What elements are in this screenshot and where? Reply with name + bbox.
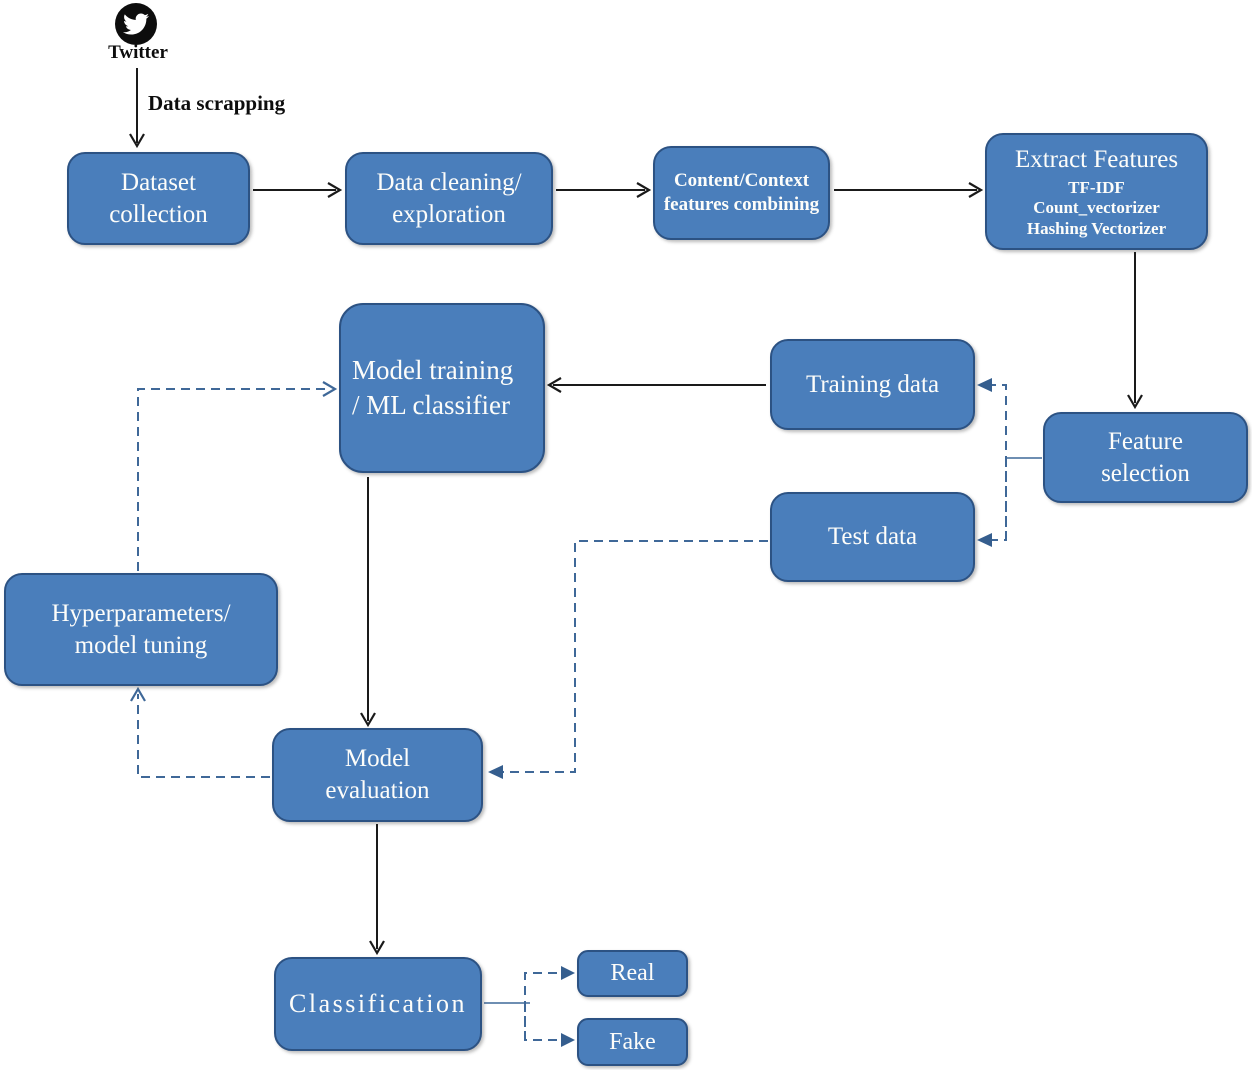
twitter-icon (115, 3, 157, 45)
node-hyperparameters-tuning: Hyperparameters/ model tuning (4, 573, 278, 686)
edge-evaluation-to-hyperparameters (130, 686, 270, 778)
edge-extract-to-feature-selection (1127, 252, 1143, 410)
node-feature-selection: Feature selection (1043, 412, 1248, 503)
edge-hyperparameters-to-model-training (137, 381, 338, 571)
node-label: selection (1101, 459, 1190, 487)
node-label: Content/Context (673, 169, 810, 191)
node-label: Model (344, 745, 411, 772)
edge-test-data-to-evaluation (488, 540, 768, 779)
edge-training-data-to-model-training (546, 377, 766, 393)
node-label: Dataset (121, 168, 196, 196)
edge-classification-to-real (524, 966, 575, 1040)
data-scrapping-label: Data scrapping (148, 91, 286, 115)
node-label: Real (610, 960, 655, 987)
edge-cleaning-to-content (556, 182, 652, 198)
twitter-label: Twitter (108, 42, 168, 63)
node-label: Fake (609, 1028, 656, 1055)
node-real-output: Real (577, 950, 688, 997)
node-label: Classification (289, 989, 467, 1019)
node-label: collection (109, 200, 208, 228)
feature-method: TF-IDF (1068, 177, 1125, 197)
node-label: Hyperparameters/ (51, 599, 231, 627)
edge-feature-selection-to-training-data (977, 378, 1007, 540)
node-label: Training data (805, 370, 940, 398)
node-label: exploration (392, 200, 506, 228)
node-data-cleaning: Data cleaning/ exploration (345, 152, 553, 245)
edge-content-to-extract (834, 182, 984, 198)
node-label: features combining (663, 194, 820, 215)
feature-method: Hashing Vectorizer (1026, 218, 1167, 238)
node-content-context-features: Content/Context features combining (653, 146, 830, 240)
node-label: Test data (827, 523, 918, 550)
node-fake-output: Fake (577, 1018, 688, 1066)
edge-evaluation-to-classification (369, 824, 385, 956)
node-title: Extract Features (1014, 145, 1179, 173)
node-test-data: Test data (770, 492, 975, 582)
node-model-evaluation: Model evaluation (272, 728, 483, 822)
edge-twitter-to-dataset (129, 68, 145, 149)
node-dataset-collection: Dataset collection (67, 152, 250, 245)
node-label: Feature (1108, 427, 1183, 455)
node-label: model tuning (74, 631, 208, 659)
node-label: / ML classifier (352, 390, 510, 420)
edge-model-training-to-evaluation (360, 477, 376, 728)
node-training-data: Training data (770, 339, 975, 430)
edge-feature-selection-to-test-data (977, 458, 1007, 547)
node-classification: Classification (274, 957, 482, 1051)
edge-dataset-to-cleaning (253, 182, 343, 198)
feature-method: Count_vectorizer (1033, 198, 1160, 218)
node-label: Model training (352, 355, 514, 386)
node-label: Data cleaning/ (376, 168, 522, 196)
node-extract-features: Extract Features TF-IDF Count_vectorizer… (985, 133, 1208, 250)
node-label: evaluation (325, 777, 430, 804)
edge-classification-to-fake (524, 1003, 575, 1047)
node-model-training: Model training / ML classifier (339, 303, 545, 473)
